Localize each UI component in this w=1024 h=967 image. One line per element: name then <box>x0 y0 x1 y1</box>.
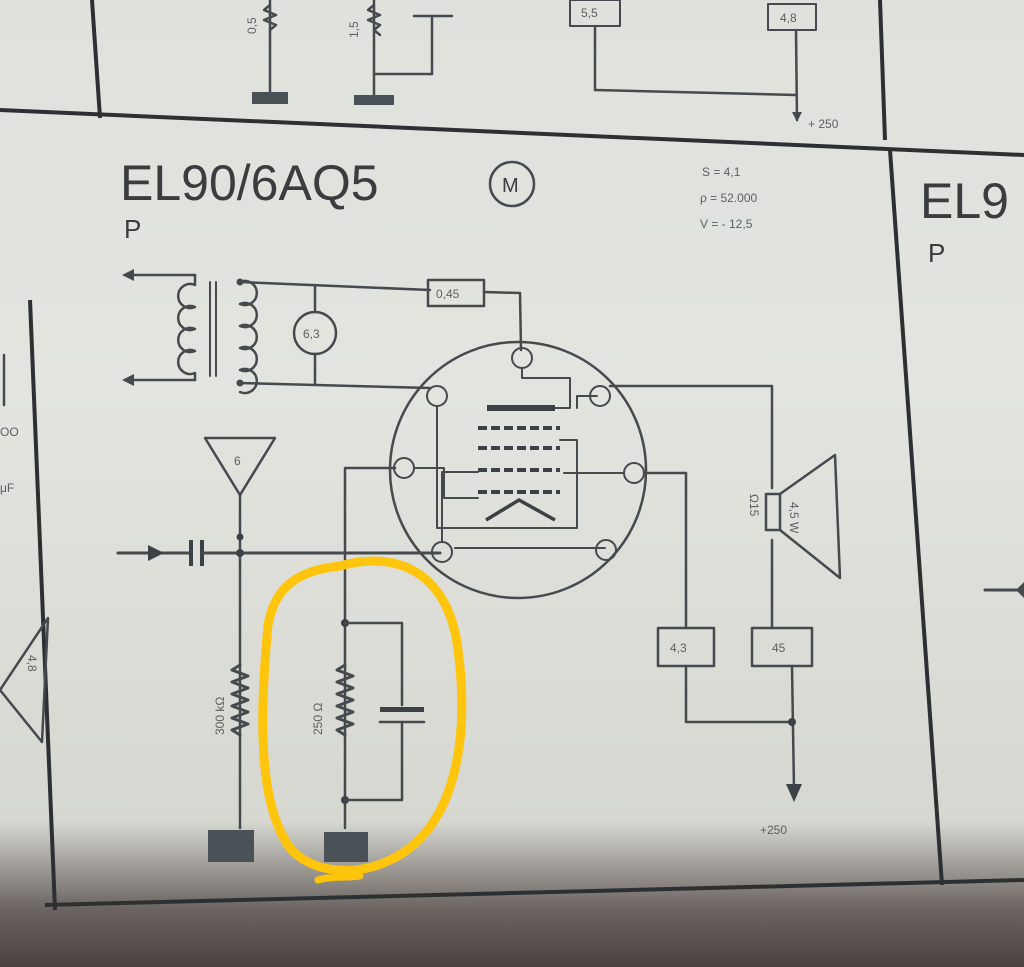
left-text1: OO <box>0 425 19 439</box>
speaker-impedance-label: Ω15 <box>747 494 761 517</box>
speaker-icon: 4,5 W Ω15 <box>747 453 842 580</box>
param-2: V = - 12,5 <box>700 217 753 231</box>
top-res2-label: 1,5 <box>347 21 361 38</box>
top-fragment: 0,5 1,5 5,5 4,8 + 250 <box>245 0 839 131</box>
supply-bottom-label: +250 <box>760 823 787 837</box>
marker-label: M <box>502 175 519 197</box>
param-0: S = 4,1 <box>702 165 741 179</box>
right-panel-title: EL9 <box>920 173 1009 229</box>
left-text2: μF <box>0 481 14 495</box>
speaker-label: 4,5 W <box>787 502 801 534</box>
right-arrow-icon <box>983 582 1024 598</box>
output-voltage-label: 45 <box>772 641 786 655</box>
right-panel-subtitle: P <box>928 238 945 268</box>
heater-voltage-label: 6,3 <box>303 327 320 341</box>
cathode-resistor-label: 250 Ω <box>311 703 325 735</box>
page-title: EL90/6AQ5 <box>120 155 379 211</box>
output-network: 4,3 45 +250 <box>608 384 814 837</box>
grid-resistor-label: 300 kΩ <box>213 697 227 735</box>
anode-voltage-box: 0,45 <box>426 278 523 352</box>
marker-badge: M <box>488 160 536 208</box>
left-triangle-label: 4,8 <box>25 655 39 672</box>
table-grid <box>0 0 1024 911</box>
top-res1-label: 0,5 <box>245 17 259 34</box>
cathode-network: 250 Ω <box>311 466 426 862</box>
anode-voltage-label: 0,45 <box>436 287 460 301</box>
grid-input-label: 6 <box>234 454 241 468</box>
left-fragment: OO μF 4,8 <box>0 353 50 744</box>
screen-voltage-label: 4,3 <box>670 641 687 655</box>
top-box2-label: 4,8 <box>780 11 797 25</box>
input-coupling <box>116 533 442 566</box>
param-1: ρ = 52.000 <box>700 191 758 205</box>
tube-envelope <box>388 340 648 600</box>
subtitle: P <box>124 214 141 244</box>
heater-transformer <box>122 269 432 395</box>
highlight-annotation <box>258 556 467 875</box>
top-box1-label: 5,5 <box>581 6 598 20</box>
heater-voltage-meter: 6,3 <box>292 283 338 387</box>
grid-resistor: 300 kΩ <box>208 663 254 862</box>
top-supply-label: + 250 <box>808 117 839 131</box>
tube-params: S = 4,1 ρ = 52.000 V = - 12,5 <box>700 165 758 231</box>
